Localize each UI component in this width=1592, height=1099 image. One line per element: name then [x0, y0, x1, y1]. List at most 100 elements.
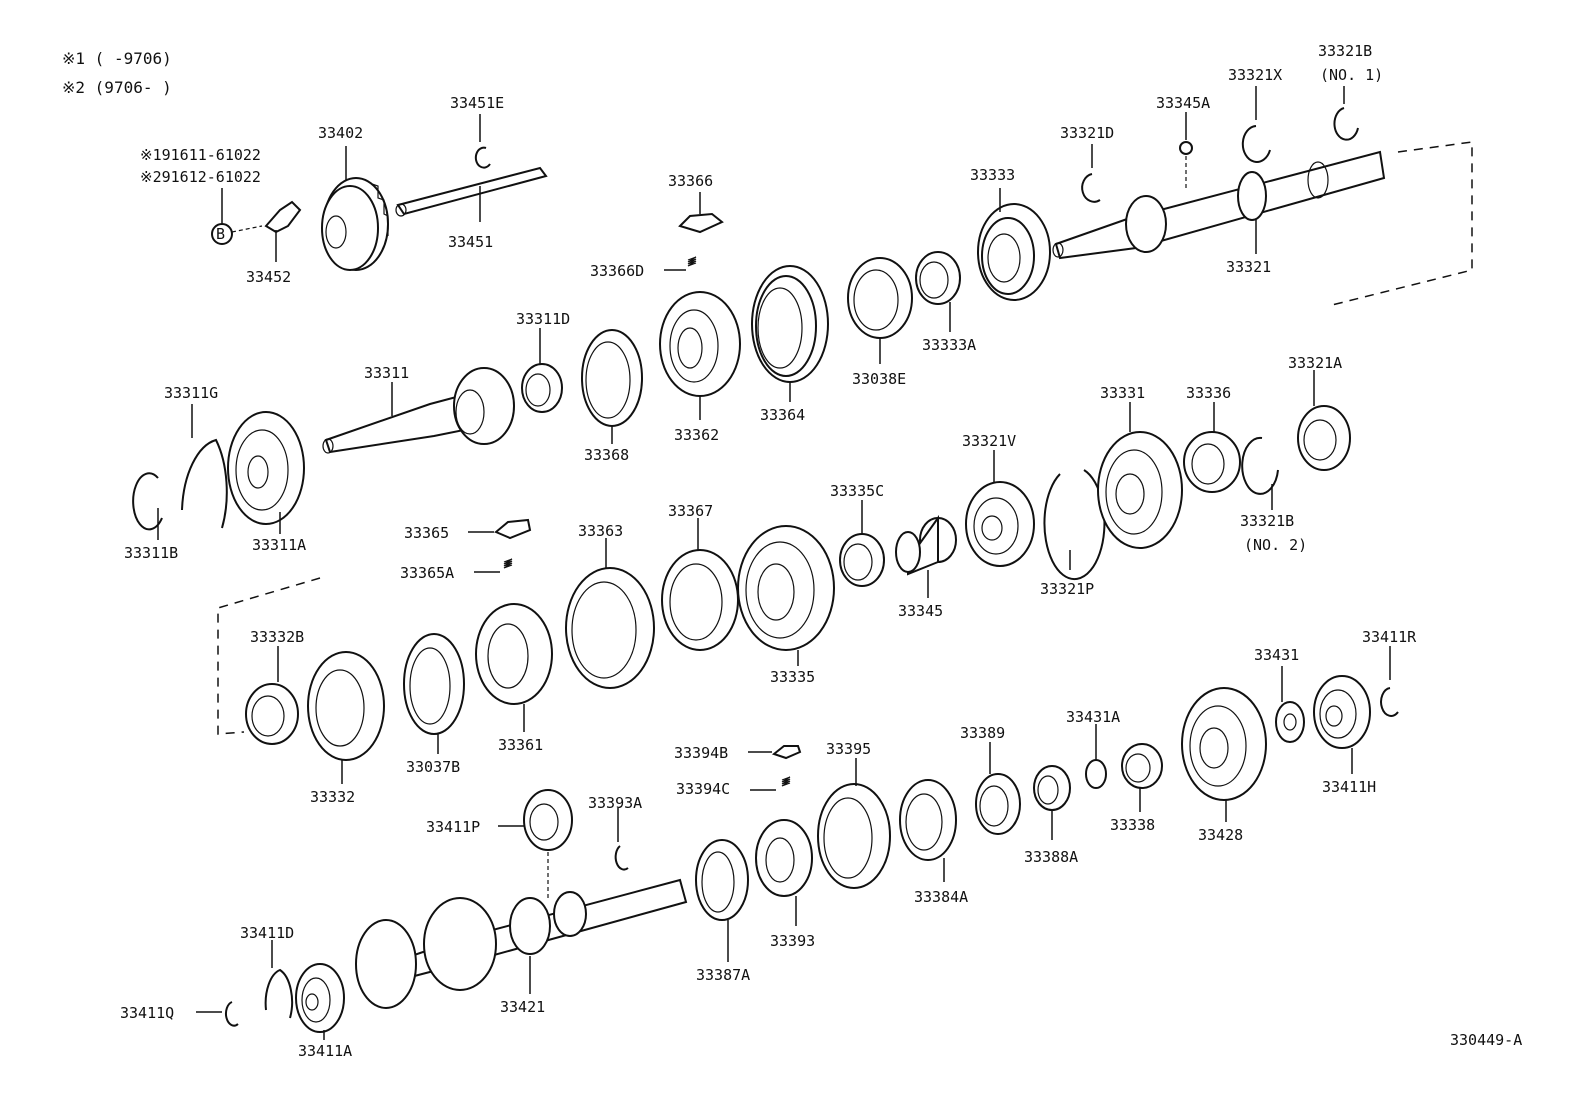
label-33364: 33364: [760, 406, 805, 424]
part-33388A-bushing: [1033, 765, 1071, 811]
part-33364-hub-sleeve: [751, 265, 829, 383]
label-33384A: 33384A: [914, 888, 968, 906]
label-33321A: 33321A: [1288, 354, 1342, 372]
part-33367-ring: [661, 549, 739, 651]
part-33336-bearing: [1183, 431, 1241, 493]
label-33321B-no1: 33321B: [1318, 42, 1372, 60]
leader-line: [231, 225, 263, 233]
label-33345A: 33345A: [1156, 94, 1210, 112]
label-33395: 33395: [826, 740, 871, 758]
label-33451: 33451: [448, 233, 493, 251]
part-33332B-needle-bearing: [245, 683, 299, 745]
label-33321B-no2: 33321B: [1240, 512, 1294, 530]
label-no1: (NO. 1): [1320, 66, 1383, 84]
b-reference-letter: B: [216, 225, 225, 243]
label-33411P: 33411P: [426, 818, 480, 836]
part-33365A-spring: [503, 558, 513, 569]
part-33361-clutch-hub: [475, 603, 553, 705]
label-33393A: 33393A: [588, 794, 642, 812]
part-33321B-no1-snap-ring: [1333, 107, 1359, 141]
part-33366D-spring: [687, 256, 697, 267]
label-33421: 33421: [500, 998, 545, 1016]
part-33333-gear: [977, 203, 1051, 301]
part-33338-needle-bearing: [1121, 743, 1163, 789]
label-33311G: 33311G: [164, 384, 218, 402]
label-33311: 33311: [364, 364, 409, 382]
part-33332-gear: [307, 651, 385, 761]
label-33366D: 33366D: [590, 262, 644, 280]
label-no2: (NO. 2): [1244, 536, 1307, 554]
part-33411A-bearing: [295, 963, 345, 1033]
part-33321D-snap-ring: [1081, 173, 1101, 203]
label-33411Q: 33411Q: [120, 1004, 174, 1022]
label-33321X: 33321X: [1228, 66, 1282, 84]
part-33335-gear: [737, 525, 835, 651]
label-33451E: 33451E: [450, 94, 504, 112]
label-33411R: 33411R: [1362, 628, 1417, 646]
label-33431A: 33431A: [1066, 708, 1120, 726]
part-33389-ring: [975, 773, 1021, 835]
part-33387A-synchronizer-ring: [695, 839, 749, 921]
label-33394B: 33394B: [674, 744, 728, 762]
label-33345: 33345: [898, 602, 943, 620]
part-33311-input-shaft: [322, 367, 515, 454]
part-33321X-snap-ring: [1241, 125, 1271, 163]
part-33311D-needle-bearing: [521, 363, 563, 413]
label-33388A: 33388A: [1024, 848, 1078, 866]
part-33393A-snap-ring: [614, 845, 629, 871]
label-33428: 33428: [1198, 826, 1243, 844]
part-33451E-clip: [474, 146, 491, 169]
label-33431: 33431: [1254, 646, 1299, 664]
part-33368-synchronizer-ring: [581, 329, 643, 427]
label-33365: 33365: [404, 524, 449, 542]
label-33387A: 33387A: [696, 966, 750, 984]
label-33389: 33389: [960, 724, 1005, 742]
label-33452: 33452: [246, 268, 291, 286]
part-33037B-synchronizer-ring: [403, 633, 465, 735]
label-33037B: 33037B: [406, 758, 460, 776]
part-33363-hub-sleeve: [565, 567, 655, 689]
shaft-end: [395, 203, 407, 217]
label-33361: 33361: [498, 736, 543, 754]
part-33393-clutch-hub: [755, 819, 813, 897]
label-33331: 33331: [1100, 384, 1145, 402]
label-33335: 33335: [770, 668, 815, 686]
label-33368: 33368: [584, 446, 629, 464]
part-33452-bolt: [264, 200, 302, 234]
label-33411D: 33411D: [240, 924, 294, 942]
label-33332B: 33332B: [250, 628, 304, 646]
label-33333: 33333: [970, 166, 1015, 184]
note-variant-1: ※1 ( -9706): [62, 49, 172, 68]
label-33402: 33402: [318, 124, 363, 142]
label-33321P: 33321P: [1040, 580, 1094, 598]
label-33332: 33332: [310, 788, 355, 806]
label-33362: 33362: [674, 426, 719, 444]
assembly-bracket: [217, 577, 321, 735]
part-33451-shaft: [396, 166, 548, 216]
label-33038E: 33038E: [852, 370, 906, 388]
part-33311A-bearing: [227, 411, 305, 525]
part-33038E-ring: [847, 257, 913, 339]
note-part-variant-2: ※291612-61022: [140, 168, 261, 186]
label-33311B: 33311B: [124, 544, 178, 562]
label-33311D: 33311D: [516, 310, 570, 328]
part-33421-countershaft: [355, 878, 688, 1009]
label-33394C: 33394C: [676, 780, 730, 798]
label-33367: 33367: [668, 502, 713, 520]
part-33335C-needle-bearing: [839, 533, 885, 587]
part-33431-washer: [1275, 701, 1305, 743]
part-33333A-needle-bearing: [915, 251, 961, 305]
label-33411H: 33411H: [1322, 778, 1376, 796]
part-33384A-ring: [899, 779, 957, 861]
part-33402-gear: [321, 177, 389, 271]
part-33321V-bearing: [965, 481, 1035, 567]
part-33365-key: [494, 518, 532, 540]
label-33333A: 33333A: [922, 336, 976, 354]
part-33345A-ball: [1179, 141, 1193, 155]
part-33321-output-shaft: [1052, 150, 1386, 260]
label-33311A: 33311A: [252, 536, 306, 554]
part-33362-clutch-hub: [659, 291, 741, 397]
part-33394C-spring: [781, 776, 791, 787]
part-33411Q-snap-ring: [224, 1001, 239, 1027]
part-33345-bushing: [895, 514, 957, 576]
